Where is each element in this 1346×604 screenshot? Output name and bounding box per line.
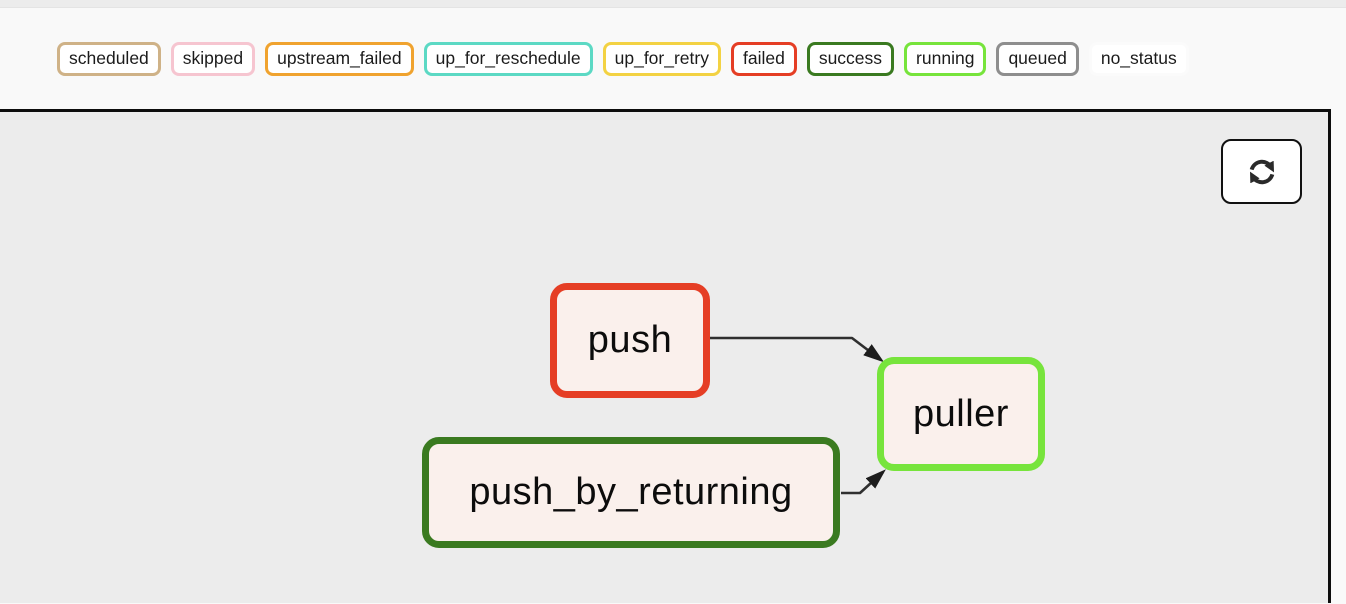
refresh-button[interactable] [1221,139,1302,204]
edge-push-by-returning-to-puller [841,469,886,495]
legend-badge-success: success [806,41,895,76]
top-divider-strip [0,0,1346,8]
legend-badge-skipped: skipped [170,41,256,76]
legend-badge-up-for-retry: up_for_retry [602,41,721,76]
node-puller-label: puller [913,392,1009,435]
legend-badge-queued: queued [996,41,1079,76]
refresh-icon [1244,154,1280,190]
legend-badge-up-for-reschedule: up_for_reschedule [423,41,593,76]
state-legend: scheduled skipped upstream_failed up_for… [0,8,1346,109]
node-push[interactable]: push [550,283,710,398]
legend-badge-no-status: no_status [1088,41,1189,76]
legend-badge-scheduled: scheduled [57,41,161,76]
node-push-label: push [587,319,673,361]
legend-badge-running: running [904,41,987,76]
node-puller[interactable]: puller [877,357,1045,471]
edge-push-to-puller [710,336,885,363]
legend-badge-upstream-failed: upstream_failed [265,41,414,76]
legend-badge-failed: failed [730,41,797,76]
node-push-by-returning-label: push_by_returning [469,471,793,513]
node-push-by-returning[interactable]: push_by_returning [422,437,840,548]
dag-graph-canvas[interactable]: push puller push_by_returning [0,109,1331,603]
